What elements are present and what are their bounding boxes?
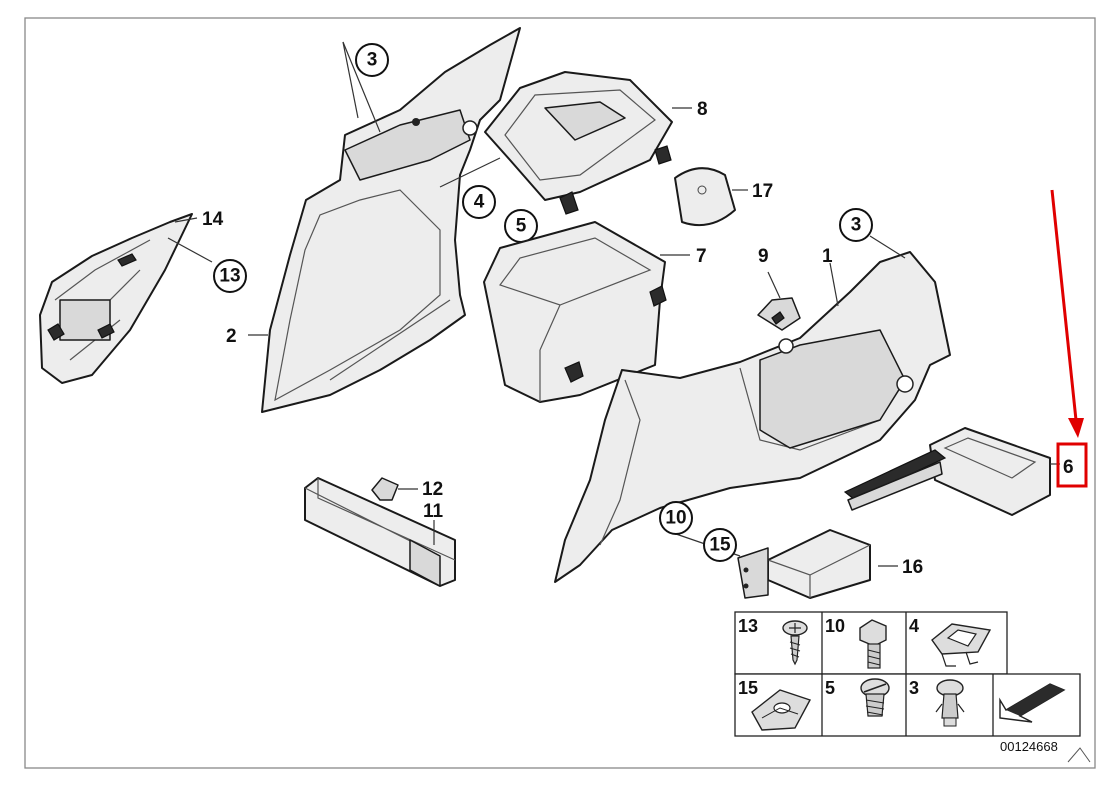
label-13-circle — [213, 259, 247, 293]
part-11-strip — [304, 477, 456, 587]
clip-3-icon — [935, 679, 965, 727]
part-7-storage-box — [483, 221, 667, 403]
table-label-15: 15 — [738, 678, 758, 698]
bolt-10-icon — [859, 619, 887, 669]
label-6-highlight-box — [1056, 442, 1088, 488]
part-2-side-trim — [261, 27, 521, 413]
part-12-clip — [371, 477, 399, 501]
label-3a-circle — [355, 43, 389, 77]
diagram-code: 00124668 — [1000, 739, 1058, 754]
direction-arrow-icon — [999, 683, 1066, 723]
label-16: 16 — [902, 557, 923, 578]
part-6-rail-tray — [843, 427, 1051, 516]
label-10: 10 — [665, 508, 686, 529]
label-1: 1 — [822, 246, 833, 267]
part-8-tray — [484, 71, 673, 215]
label-3b-circle — [839, 208, 873, 242]
label-17: 17 — [752, 181, 773, 202]
label-4-circle — [462, 185, 496, 219]
label-3-right: 3 — [851, 215, 862, 236]
table-label-5: 5 — [825, 678, 835, 698]
label-6: 6 — [1063, 457, 1074, 478]
corner-mark — [1067, 747, 1091, 763]
clip-4-icon — [931, 623, 992, 667]
highlight-arrow-head — [1068, 418, 1084, 438]
label-13: 13 — [219, 266, 240, 287]
part-14-trim-panel — [39, 213, 193, 384]
label-15: 15 — [709, 535, 731, 556]
part-17-cap — [674, 167, 736, 226]
diagram-frame — [24, 17, 1096, 769]
label-2: 2 — [226, 326, 237, 347]
part-16-module — [737, 529, 871, 599]
label-15-circle — [703, 528, 737, 562]
label-10-circle — [659, 501, 693, 535]
highlight-arrow — [1050, 189, 1078, 421]
label-7: 7 — [696, 246, 707, 267]
label-5: 5 — [516, 216, 527, 237]
table-label-4: 4 — [909, 616, 919, 636]
screw-5-icon — [860, 678, 890, 717]
part-9-clip — [757, 297, 801, 331]
label-8: 8 — [697, 99, 708, 120]
label-4: 4 — [474, 192, 485, 213]
clip-nut-15-icon — [751, 689, 812, 731]
label-3-top: 3 — [367, 50, 378, 71]
label-11: 11 — [423, 501, 444, 522]
table-label-10: 10 — [825, 616, 845, 636]
table-label-13: 13 — [738, 616, 758, 636]
label-14: 14 — [202, 209, 224, 230]
table-label-3: 3 — [909, 678, 919, 698]
screw-13-icon — [782, 620, 808, 666]
part-1-right-side-trim — [554, 251, 951, 583]
label-12: 12 — [422, 479, 443, 500]
fastener-table: 13 10 4 15 5 3 — [734, 611, 1081, 737]
label-9: 9 — [758, 246, 769, 267]
